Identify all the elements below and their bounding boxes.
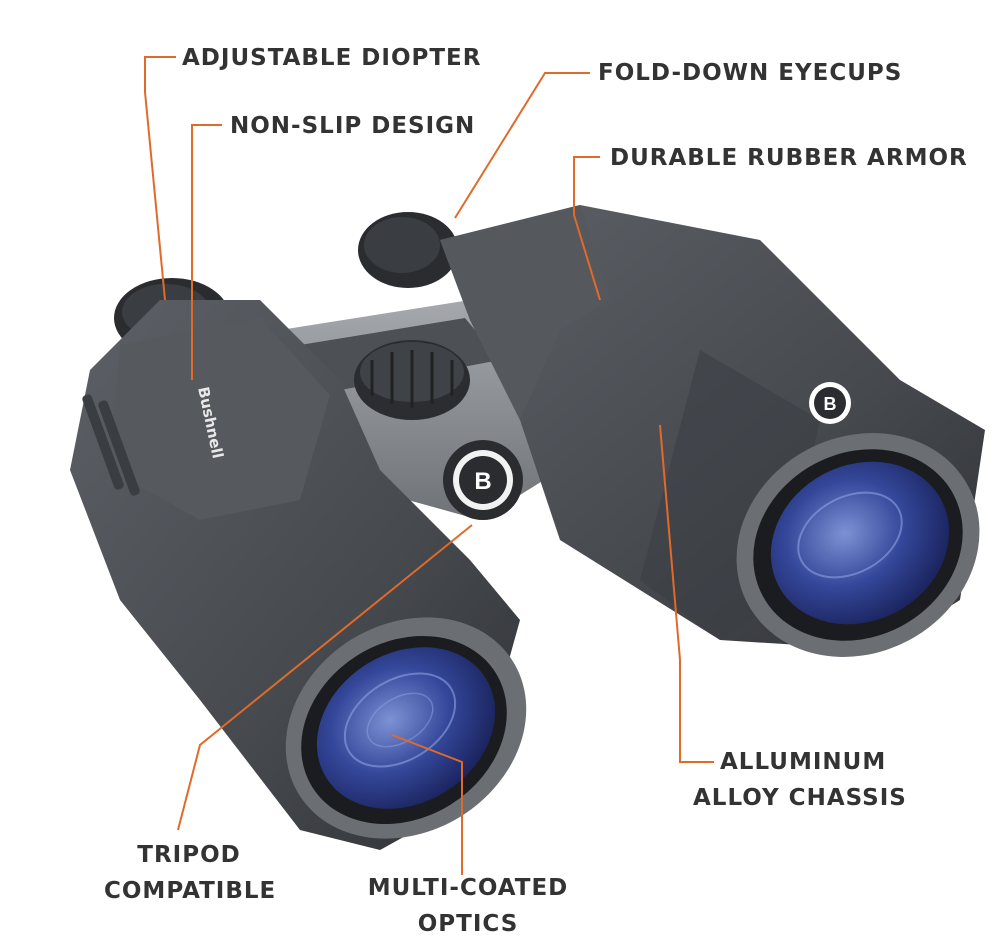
brand-badge-icon: B xyxy=(809,382,851,424)
callout-alloy-chassis-line1: ALLUMINUM xyxy=(720,749,887,775)
callout-alloy-chassis-line2: ALLOY CHASSIS xyxy=(693,785,907,811)
leader-chassis xyxy=(659,424,714,763)
focus-wheel[interactable] xyxy=(354,340,470,420)
callout-alloy-chassis: ALLUMINUM ALLOY CHASSIS xyxy=(693,744,907,816)
leader-optics xyxy=(391,734,463,875)
badge-letter: B xyxy=(824,394,837,414)
leader-non-slip xyxy=(191,124,222,380)
right-objective-lens xyxy=(736,433,980,657)
leader-eyecups xyxy=(454,72,590,219)
callout-adjustable-diopter: ADJUSTABLE DIOPTER xyxy=(182,45,482,71)
callout-optics-line1: MULTI-COATED xyxy=(367,875,569,901)
tripod-cap-letter: B xyxy=(474,468,491,495)
right-eyecup[interactable] xyxy=(358,212,458,288)
leader-rubber-armor xyxy=(573,156,601,301)
callout-optics-line2: OPTICS xyxy=(417,911,519,937)
left-objective-lens xyxy=(285,617,527,839)
callout-tripod-line1: TRIPOD xyxy=(137,842,241,868)
callout-durable-rubber-armor: DURABLE RUBBER ARMOR xyxy=(610,145,968,171)
callout-non-slip-design: NON-SLIP DESIGN xyxy=(230,113,476,139)
tripod-socket-cap[interactable]: B xyxy=(443,440,523,520)
callout-tripod-line2: COMPATIBLE xyxy=(104,878,277,904)
leader-diopter xyxy=(144,56,176,301)
leader-tripod xyxy=(177,524,473,831)
callout-multi-coated-optics: MULTI-COATED OPTICS xyxy=(358,870,578,942)
callout-fold-down-eyecups: FOLD-DOWN EYECUPS xyxy=(598,60,903,86)
leader-lines xyxy=(144,56,714,875)
callout-tripod-compatible: TRIPOD COMPATIBLE xyxy=(104,837,277,909)
